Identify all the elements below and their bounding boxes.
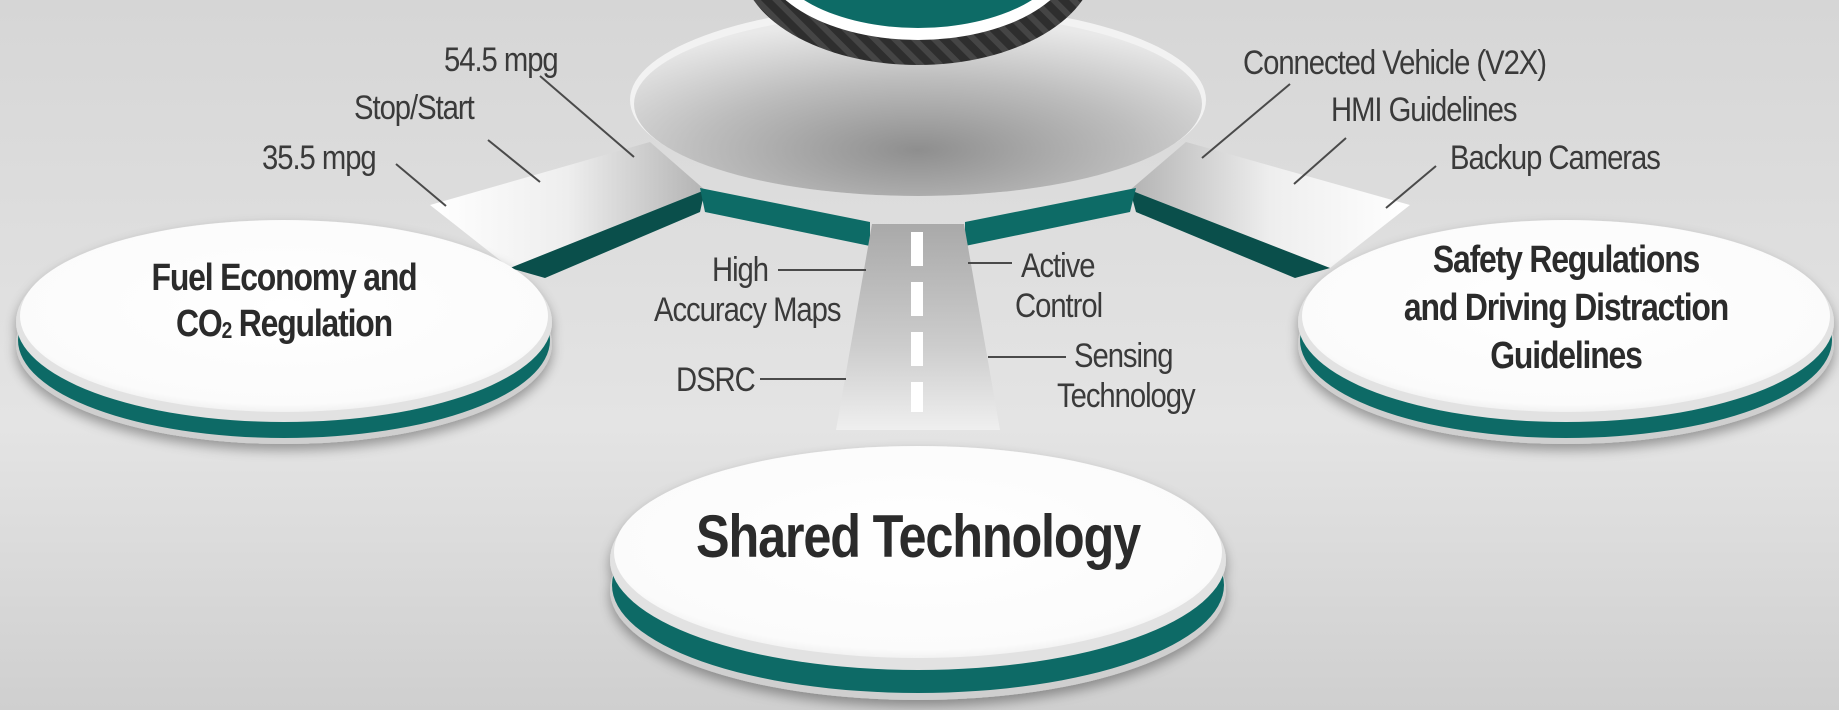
fuel-title-line1: Fuel Economy and: [151, 257, 418, 299]
label-connected-vehicle: Connected Vehicle (V2X): [1243, 44, 1547, 82]
road-dash: [911, 282, 923, 316]
road-dash: [911, 332, 923, 366]
central-hub: [630, 4, 1206, 196]
leader-line-35-5-mpg: [395, 163, 447, 207]
safety-platter: [1298, 220, 1834, 444]
top-ring-emblem: [753, 0, 1083, 65]
leader-line-stop-start: [487, 139, 541, 183]
label-stop-start: Stop/Start: [354, 89, 475, 127]
leader-line-54-5-mpg: [539, 75, 635, 158]
road-dash: [911, 232, 923, 266]
safety-title-line1: Safety Regulations: [1432, 239, 1700, 281]
label-hmi-guidelines: HMI Guidelines: [1331, 91, 1517, 129]
label-54-5-mpg: 54.5 mpg: [444, 41, 559, 79]
label-sensing: Sensing: [1074, 337, 1173, 375]
fuel-title-line2: CO2 Regulation: [176, 303, 393, 345]
leader-lines: [395, 75, 1437, 380]
label-active: Active: [1021, 247, 1095, 285]
shared-technology-title: Shared Technology: [696, 503, 1141, 570]
safety-title-line3: Guidelines: [1490, 335, 1643, 377]
safety-title-line2: and Driving Distraction: [1403, 287, 1729, 329]
road: [836, 224, 1000, 430]
left-arm: [430, 142, 870, 278]
fuel-economy-platter: [16, 220, 552, 444]
label-accuracy-maps: Accuracy Maps: [654, 291, 841, 329]
right-arm: [965, 142, 1410, 278]
label-high: High: [711, 251, 769, 289]
safety-title: Safety Regulations and Driving Distracti…: [1356, 236, 1776, 380]
label-backup-cameras: Backup Cameras: [1450, 139, 1661, 177]
label-technology: Technology: [1057, 377, 1196, 415]
label-control: Control: [1015, 287, 1103, 325]
leader-line-v2x: [1201, 83, 1291, 159]
leader-line-backup: [1385, 165, 1437, 209]
shared-technology-platter: [610, 446, 1226, 700]
label-dsrc: DSRC: [676, 361, 756, 399]
leader-line-hmi: [1293, 137, 1347, 185]
label-35-5-mpg: 35.5 mpg: [262, 139, 377, 177]
road-dash: [911, 382, 923, 412]
fuel-economy-title: Fuel Economy and CO2 Regulation: [116, 255, 452, 353]
